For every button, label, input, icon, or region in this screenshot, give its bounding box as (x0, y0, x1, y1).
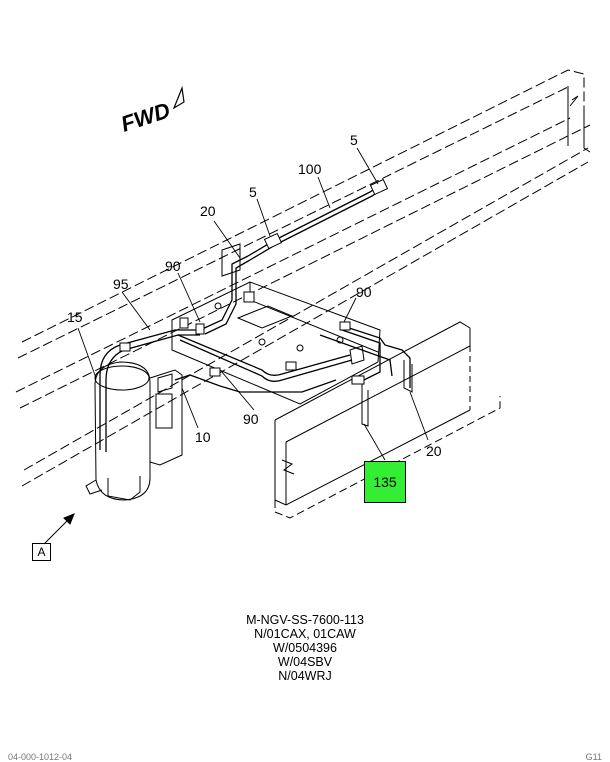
callout-95: 95 (113, 276, 129, 292)
note-line: N/04WRJ (278, 669, 332, 683)
callout-135-label: 135 (373, 474, 397, 490)
crossmember-bracket (171, 243, 381, 405)
leader-lines (77, 147, 429, 461)
callout-15: 15 (67, 309, 83, 325)
callout-90-right: 90 (356, 284, 372, 300)
fittings (119, 178, 389, 385)
callout-100: 100 (298, 161, 322, 177)
highlighted-callout-135[interactable]: 135 (364, 461, 406, 503)
fwd-arrow-icon (172, 85, 185, 110)
note-line: M-NGV-SS-7600-113 (246, 613, 364, 627)
callout-5-mid: 5 (249, 184, 257, 200)
callout-20-right: 20 (426, 443, 442, 459)
view-label-box: A (32, 543, 51, 561)
view-label: A (37, 545, 46, 559)
note-line: N/01CAX, 01CAW (254, 627, 356, 641)
note-line: W/04SBV (277, 655, 333, 669)
callout-90-left: 90 (165, 258, 181, 274)
callout-20-top: 20 (200, 203, 216, 219)
fwd-label: FWD (118, 97, 173, 136)
frame-rail-far (15, 69, 591, 487)
callout-10: 10 (195, 429, 211, 445)
view-arrow-head (63, 513, 75, 525)
callout-90-bottom: 90 (243, 411, 259, 427)
forward-direction-indicator: FWD (118, 85, 185, 137)
frame-rail-near (274, 321, 501, 519)
callout-5-top: 5 (350, 132, 358, 148)
footer-code: G11 (585, 752, 602, 762)
footer-reference: 04-000-1012-04 (8, 752, 73, 762)
note-line: W/0504396 (273, 641, 337, 655)
applicability-notes: M-NGV-SS-7600-113 N/01CAX, 01CAW W/05043… (195, 613, 415, 683)
